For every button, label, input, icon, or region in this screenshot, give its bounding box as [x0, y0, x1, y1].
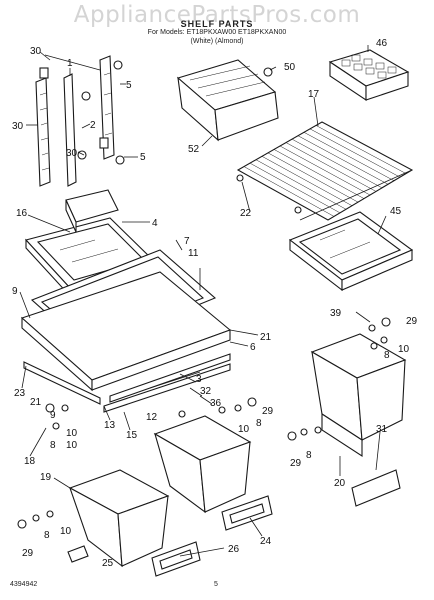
callout-26: 26: [228, 544, 240, 555]
callout-17: 17: [308, 89, 320, 100]
callout-19: 19: [40, 472, 52, 483]
callout-29a: 29: [406, 316, 418, 327]
callout-25: 25: [102, 558, 114, 569]
drawer-12: [153, 415, 252, 514]
callout-23: 23: [14, 388, 26, 399]
callout-3: 3: [196, 374, 202, 385]
wire-rod: [243, 166, 335, 217]
watermark: AppliancePartsPros.com: [73, 2, 361, 28]
callout-15: 15: [126, 430, 138, 441]
shelf-frame-9: [20, 271, 232, 392]
wire-rod: [309, 128, 401, 178]
callout-5b: 5: [140, 152, 146, 163]
leader-lines: [19, 45, 387, 557]
drawer-20: [310, 333, 407, 458]
callout-12: 12: [146, 412, 158, 423]
wire-rod: [249, 162, 341, 214]
callout-29c: 29: [290, 458, 302, 469]
clip-25: [67, 545, 89, 563]
callout-10c: 10: [238, 424, 250, 435]
drawer-19: [68, 469, 170, 568]
callout-8a: 8: [384, 350, 390, 361]
callout-4: 4: [152, 218, 158, 229]
callout-labels: 30 1 5 2 30 30 5 50 46 52 17 22 16 4 7 1…: [12, 38, 418, 569]
wire-rod: [291, 138, 383, 189]
callout-29b: 29: [262, 406, 274, 417]
wire-rod: [297, 135, 389, 185]
callout-11: 11: [188, 248, 199, 259]
callout-10b: 10: [66, 428, 78, 439]
wire-rod: [285, 142, 377, 192]
callout-7: 7: [184, 236, 190, 247]
callout-46: 46: [376, 38, 388, 49]
shelf-assembly-16-9: [24, 189, 157, 298]
callout-21b: 21: [30, 397, 42, 408]
callout-8d: 8: [306, 450, 312, 461]
callout-13: 13: [104, 420, 116, 431]
callout-32: 32: [200, 386, 212, 397]
callout-31: 31: [376, 424, 388, 435]
wire-shelf-17: [236, 121, 414, 221]
wire-rod: [255, 159, 347, 210]
callout-6: 6: [250, 342, 256, 353]
callout-9: 9: [12, 286, 18, 297]
callout-2: 2: [90, 120, 96, 131]
callout-30b: 30: [12, 121, 24, 132]
callout-36: 36: [210, 398, 222, 409]
callout-29d: 29: [22, 548, 34, 559]
shelf-ladder-assembly: [35, 54, 125, 187]
ice-tray-46: [328, 49, 410, 102]
callout-8e: 8: [44, 530, 50, 541]
hardware: [17, 317, 391, 529]
callout-5a: 5: [126, 80, 132, 91]
drawer-front-24: [221, 495, 273, 531]
callout-9b: 9: [50, 410, 56, 421]
callout-10a: 10: [398, 344, 410, 355]
document-number: 4394942: [10, 581, 38, 588]
callout-20: 20: [334, 478, 346, 489]
callout-8b: 8: [256, 418, 262, 429]
glass-shelf-45: [288, 211, 414, 292]
callout-30c: 30: [66, 148, 78, 159]
callout-16: 16: [16, 208, 28, 219]
wire-rod: [279, 145, 371, 196]
callout-45: 45: [390, 206, 402, 217]
callout-8c: 8: [50, 440, 56, 451]
callout-50: 50: [284, 62, 296, 73]
callout-52: 52: [188, 144, 200, 155]
callout-1: 1: [67, 58, 73, 69]
callout-21a: 21: [260, 332, 272, 343]
wire-rod: [267, 152, 359, 203]
callout-24: 24: [260, 536, 272, 547]
diagram-title: SHELF PARTS: [180, 19, 254, 29]
drawer-front-26: [151, 541, 201, 577]
wire-rod: [303, 132, 395, 181]
callout-10e: 10: [60, 526, 72, 537]
callout-30a: 30: [30, 46, 42, 57]
callout-18: 18: [24, 456, 36, 467]
callout-22: 22: [240, 208, 252, 219]
callout-39: 39: [330, 308, 342, 319]
wire-rod: [273, 149, 365, 199]
wire-rod: [261, 156, 353, 206]
page-number: 5: [214, 581, 218, 588]
model-line: For Models: ET18PKXAW00 ET18PKXAN00: [147, 29, 287, 36]
shelf-basket-52: [176, 59, 279, 142]
color-line: (White) (Almond): [190, 38, 244, 45]
wire-rod: [315, 125, 407, 174]
drawer-front-31: [351, 469, 401, 507]
callout-10d: 10: [66, 440, 78, 451]
